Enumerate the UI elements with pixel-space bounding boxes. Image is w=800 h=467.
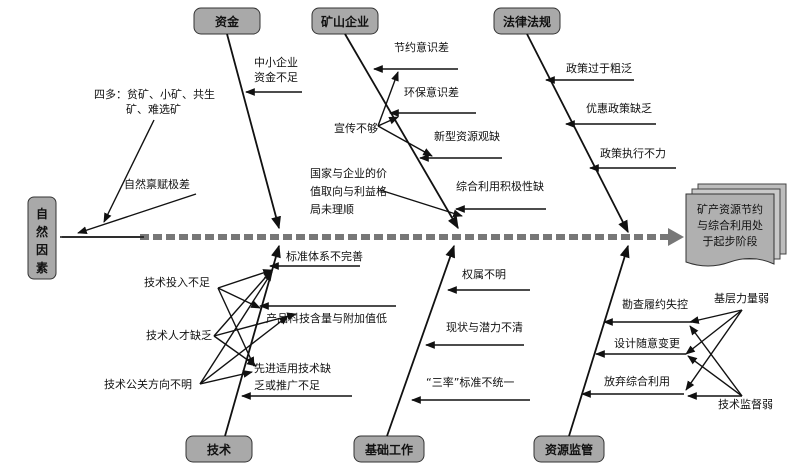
category-capital: 资金 [193, 7, 261, 35]
bone-mining-enterprise [344, 33, 459, 230]
arrow-techsup-design [687, 355, 743, 397]
cause-preferential-policy: 优惠政策缺乏 [586, 101, 652, 115]
arrow-investment-product [217, 287, 261, 309]
nature-char-4: 素 [36, 260, 48, 275]
cause-four-many-1: 四多：贫矿、小矿、共生 [94, 87, 215, 101]
arrow-techsup-exploration [689, 325, 743, 397]
arrow-four-many [103, 119, 155, 223]
category-technology: 技术 [185, 435, 253, 463]
cause-advanced-tech-1: 先进适用技术缺 [254, 361, 331, 375]
cause-tech-supervision-weak: 技术监督弱 [718, 397, 773, 411]
arrow-poor-endowment [77, 193, 197, 234]
cause-design-change: 设计随意变更 [614, 336, 680, 350]
bone-laws [526, 33, 629, 234]
arrow-direction-standard [199, 271, 273, 385]
cause-tech-talent: 技术人才缺乏 [146, 328, 212, 342]
arrow-value [379, 189, 463, 218]
cause-grassroots-weak: 基层力量弱 [714, 292, 769, 305]
arrow-grassroots-exploration [689, 309, 743, 324]
nature-box [27, 196, 57, 280]
cause-value-1: 国家与企业的价 [310, 166, 387, 180]
bone-resource-supervision [568, 244, 630, 437]
technology-label: 技术 [207, 442, 231, 457]
spine-arrowhead [668, 228, 684, 246]
cause-standard-system: 标准体系不完善 [286, 249, 363, 263]
cause-publicity: 宣传不够 [334, 121, 378, 135]
bone-basic-work [386, 244, 455, 437]
nature-char-1: 自 [36, 206, 48, 221]
cause-saving-awareness: 节约意识差 [394, 40, 449, 54]
cause-poor-endowment: 自然禀赋极差 [124, 177, 190, 191]
effect-box: 矿产资源节约 与综合利用处 于起步阶段 [685, 183, 787, 267]
nature-char-2: 然 [36, 224, 48, 239]
cause-new-resource-view: 新型资源观缺 [434, 129, 500, 143]
cause-utilization-motivation: 综合利用积极性缺 [456, 179, 544, 193]
arrow-direction-advanced [199, 370, 253, 385]
basic-work-label: 基础工作 [364, 442, 413, 457]
cause-tech-direction: 技术公关方向不明 [104, 377, 192, 391]
category-basic-work: 基础工作 [353, 435, 425, 463]
category-resource-supervision: 资源监管 [533, 435, 605, 463]
cause-product-tech: 产品科技含量与附加值低 [266, 311, 387, 325]
arrow-talent-standard [213, 269, 273, 337]
cause-value-3: 局未理顺 [310, 203, 354, 216]
cause-four-many-2: 矿、难选矿 [126, 103, 181, 116]
capital-label: 资金 [215, 14, 240, 29]
resource-supervision-label: 资源监管 [545, 442, 593, 457]
technology-box [185, 435, 253, 463]
cause-three-rates: “三率”标准不统一 [426, 375, 514, 389]
cause-value-2: 值取向与利益格 [310, 184, 387, 198]
cause-advanced-tech-2: 乏或推广不足 [254, 378, 320, 392]
cause-abandon-utilization: 放弃综合利用 [604, 374, 670, 388]
cause-exploration: 勘查履约失控 [622, 297, 688, 311]
cause-tech-investment: 技术投入不足 [144, 275, 210, 289]
category-mining-enterprise: 矿山企业 [311, 7, 379, 35]
cause-policy-rough: 政策过于粗泛 [566, 61, 632, 75]
spine [60, 228, 684, 246]
cause-sme-capital-1: 中小企业 [254, 55, 298, 69]
category-nature: 自 然 因 素 [27, 196, 57, 280]
effect-box-front [685, 193, 775, 267]
arrow-publicity-env [377, 116, 399, 127]
bone-capital [226, 33, 281, 230]
cause-env-awareness: 环保意识差 [404, 85, 459, 99]
arrow-publicity-saving [377, 71, 399, 127]
arrow-investment-standard [217, 269, 273, 289]
arrow-talent-advanced [213, 335, 257, 367]
mining-enterprise-label: 矿山企业 [321, 14, 369, 29]
cause-status-potential: 现状与潜力不清 [446, 320, 523, 334]
arrow-publicity-newview [377, 125, 433, 157]
cause-sme-capital-2: 资金不足 [254, 70, 298, 84]
laws-label: 法律法规 [503, 14, 551, 29]
effect-line-3: 于起步阶段 [703, 234, 758, 248]
category-laws: 法律法规 [493, 7, 561, 35]
cause-policy-enforcement: 政策执行不力 [600, 146, 666, 160]
arrow-grassroots-abandon [685, 309, 743, 391]
arrow-direction-product [199, 315, 289, 385]
basic-work-box [353, 435, 425, 463]
effect-line-1: 矿产资源节约 [697, 202, 763, 216]
effect-line-2: 与综合利用处 [697, 218, 763, 232]
cause-ownership: 权属不明 [462, 268, 506, 281]
nature-char-3: 因 [36, 242, 48, 257]
arrow-grassroots-design [685, 309, 743, 355]
